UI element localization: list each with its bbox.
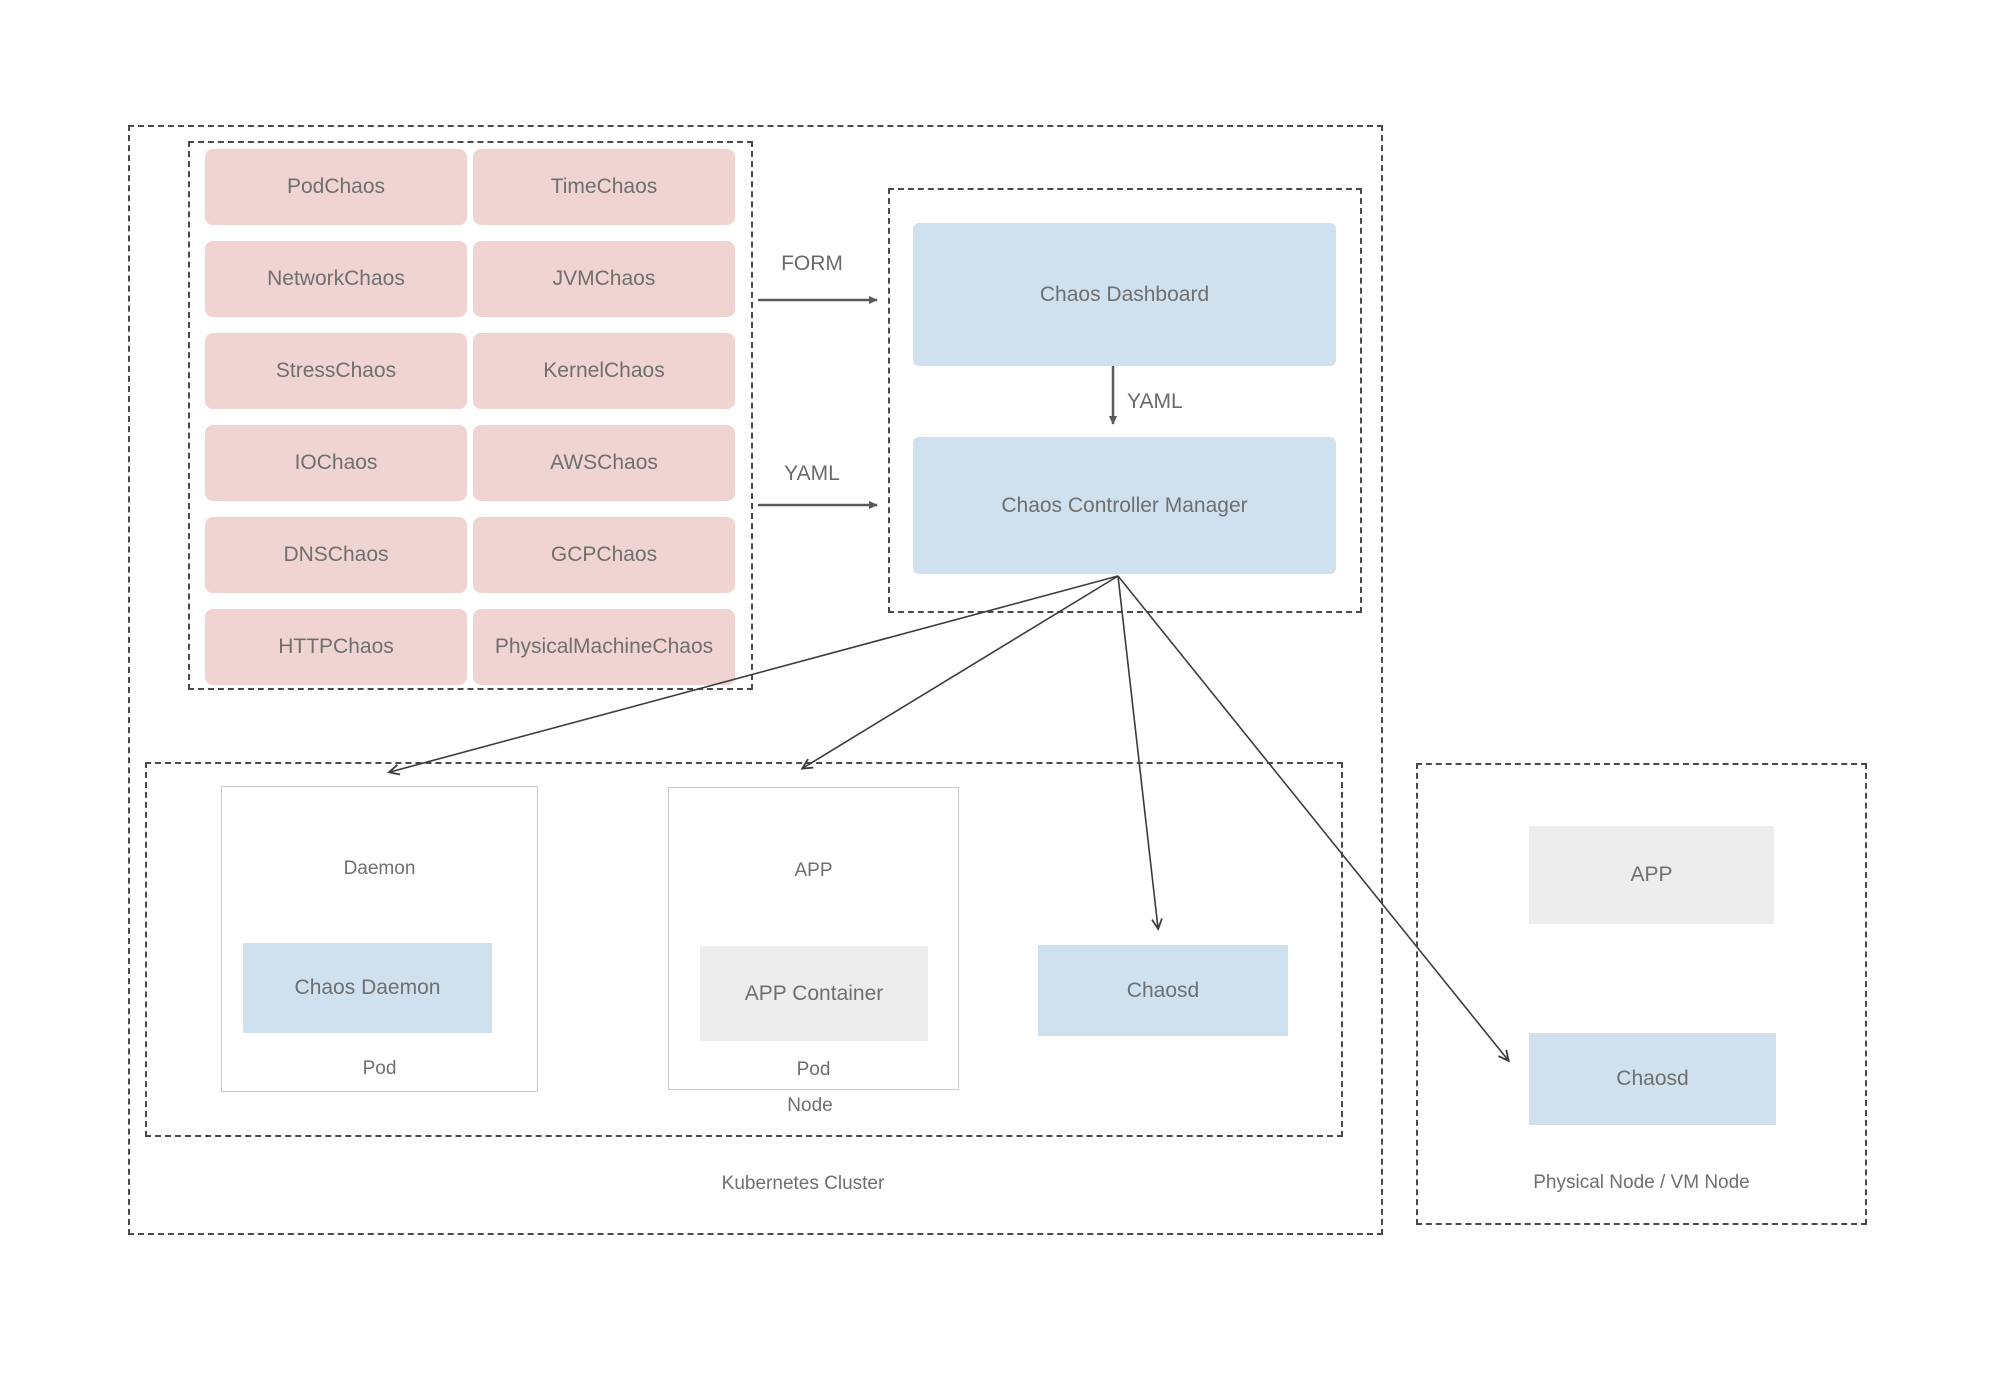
chaos-type-kernelchaos: KernelChaos xyxy=(473,333,735,409)
daemon-pod-footer: Pod xyxy=(362,1058,397,1079)
chaos-type-networkchaos: NetworkChaos xyxy=(205,241,467,317)
chaos-types-grid: PodChaos TimeChaos NetworkChaos JVMChaos… xyxy=(205,149,735,685)
chaosd-node-box: Chaosd xyxy=(1038,945,1288,1036)
chaos-type-timechaos: TimeChaos xyxy=(473,149,735,225)
physical-app-box: APP xyxy=(1529,826,1774,924)
app-pod-footer: Pod xyxy=(796,1059,831,1080)
chaos-type-iochaos: IOChaos xyxy=(205,425,467,501)
chaos-daemon-box: Chaos Daemon xyxy=(243,943,492,1033)
yaml-dashboard-to-controller-label: YAML xyxy=(1127,390,1183,413)
daemon-pod-title: Daemon xyxy=(343,858,416,879)
chaos-type-jvmchaos: JVMChaos xyxy=(473,241,735,317)
chaos-daemon-label: Chaos Daemon xyxy=(294,976,441,999)
chaos-type-httpchaos: HTTPChaos xyxy=(205,609,467,685)
chaos-type-gcpchaos: GCPChaos xyxy=(473,517,735,593)
app-container-box: APP Container xyxy=(700,946,928,1041)
chaos-type-physicalmachinechaos: PhysicalMachineChaos xyxy=(473,609,735,685)
chaos-dashboard-label: Chaos Dashboard xyxy=(1039,282,1210,306)
physical-app-label: APP xyxy=(1630,863,1673,886)
yaml-arrow-label: YAML xyxy=(784,462,840,485)
chaos-type-podchaos: PodChaos xyxy=(205,149,467,225)
physical-chaosd-label: Chaosd xyxy=(1616,1067,1689,1090)
chaos-type-awschaos: AWSChaos xyxy=(473,425,735,501)
chaos-type-dnschaos: DNSChaos xyxy=(205,517,467,593)
physical-node-label: Physical Node / VM Node xyxy=(1533,1172,1750,1193)
app-container-label: APP Container xyxy=(744,981,884,1005)
form-arrow-label: FORM xyxy=(781,252,843,275)
chaos-dashboard-box: Chaos Dashboard xyxy=(913,223,1336,366)
kubernetes-cluster-label: Kubernetes Cluster xyxy=(721,1173,885,1194)
chaos-type-stresschaos: StressChaos xyxy=(205,333,467,409)
chaos-controller-manager-label: Chaos Controller Manager xyxy=(1001,493,1248,517)
daemon-pod-box xyxy=(221,786,538,1092)
physical-chaosd-box: Chaosd xyxy=(1529,1033,1776,1125)
app-pod-title: APP xyxy=(794,860,833,881)
app-pod-box xyxy=(668,787,959,1090)
node-label: Node xyxy=(787,1095,833,1116)
chaosd-node-label: Chaosd xyxy=(1126,978,1200,1002)
chaos-controller-manager-box: Chaos Controller Manager xyxy=(913,437,1336,574)
